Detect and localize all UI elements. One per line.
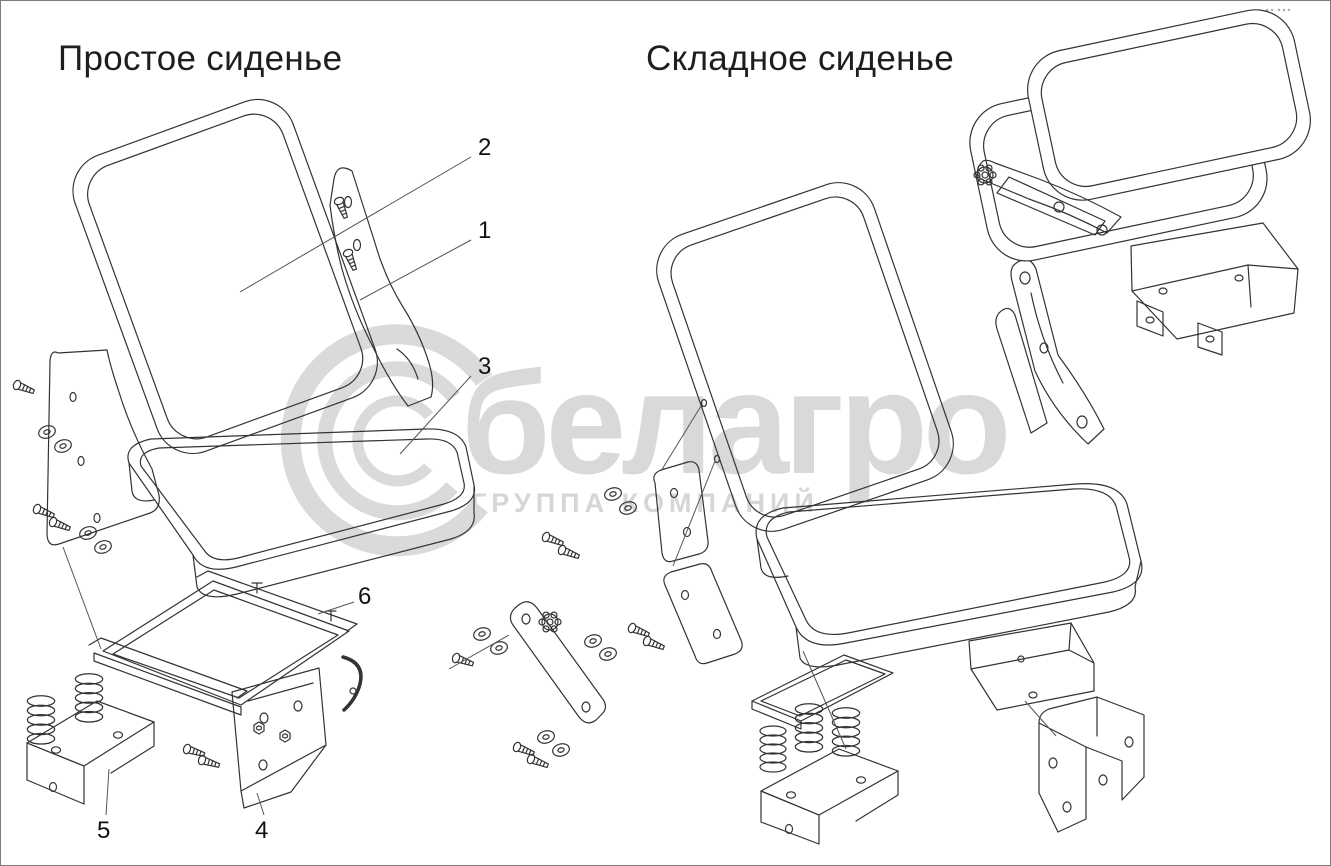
nut-icon	[279, 729, 291, 743]
folding-bracket-plate-lower	[663, 563, 743, 665]
bolt-icon	[556, 543, 582, 562]
bolt-icon	[511, 740, 537, 759]
simple-seat-cushion	[127, 428, 476, 598]
bolt-icon	[196, 753, 222, 771]
simple-seat-bracket-left	[46, 349, 160, 546]
bolt-icon	[181, 742, 207, 760]
mounting-bracket-part4	[231, 667, 327, 809]
folding-seat-cushion	[755, 483, 1143, 668]
callout-6: 6	[358, 583, 372, 610]
folded-seat-hinge	[973, 159, 1122, 236]
folding-base-bracket	[1038, 696, 1145, 833]
nut-icon	[253, 721, 265, 735]
spring-icon	[26, 695, 56, 745]
leader-lines	[62, 156, 1057, 816]
title-simple-seat: Простое сиденье	[58, 39, 343, 78]
washer-icon	[597, 645, 619, 663]
washer-icon	[92, 538, 114, 556]
washer-icon	[52, 437, 74, 455]
folding-hinge-arms	[995, 258, 1105, 445]
bolt-icon	[11, 378, 37, 397]
folded-seat-upper-cushion	[1027, 9, 1311, 201]
washer-icon	[617, 499, 639, 517]
washer-icon	[582, 632, 604, 650]
callout-1: 1	[478, 217, 492, 244]
spring-icon	[74, 673, 104, 723]
folding-mounting-bracket	[760, 748, 899, 845]
washer-icon	[471, 625, 493, 643]
washer-icon	[488, 639, 510, 657]
watermark-logo-text: белагро	[461, 342, 1011, 504]
bolt-icon	[641, 634, 667, 653]
folding-link-strap	[509, 601, 607, 724]
watermark-subtitle: ГРУППА КОМПАНИЙ	[471, 488, 819, 518]
washer-icon	[550, 741, 572, 759]
washer-icon	[36, 423, 58, 441]
callout-5: 5	[97, 817, 111, 844]
washer-icon	[77, 524, 99, 542]
washer-icon	[602, 485, 624, 503]
simple-seat-bracket-right	[329, 167, 434, 407]
folding-bracket-plate-upper	[653, 461, 709, 563]
callout-4: 4	[255, 817, 269, 844]
bolt-icon	[47, 515, 73, 534]
mounting-bracket-part5	[26, 700, 155, 805]
callout-3: 3	[478, 353, 492, 380]
folding-seat-pedestal	[968, 622, 1095, 711]
bolt-icon	[525, 752, 551, 771]
folding-seat-backrest	[656, 182, 954, 532]
rail-handle	[341, 655, 363, 712]
folding-seat	[450, 182, 1145, 845]
bolt-icon	[341, 247, 360, 273]
folded-seat-base-frame	[1130, 222, 1299, 356]
slide-rail-assembly	[88, 570, 363, 716]
folded-seat-assembly	[969, 9, 1311, 356]
callout-2: 2	[478, 134, 492, 161]
washer-icon	[535, 728, 557, 746]
folding-rail-strip	[751, 654, 894, 730]
title-folding-seat: Складное сиденье	[646, 39, 955, 78]
corner-artifact	[1265, 8, 1291, 12]
spring-icon	[759, 725, 787, 773]
